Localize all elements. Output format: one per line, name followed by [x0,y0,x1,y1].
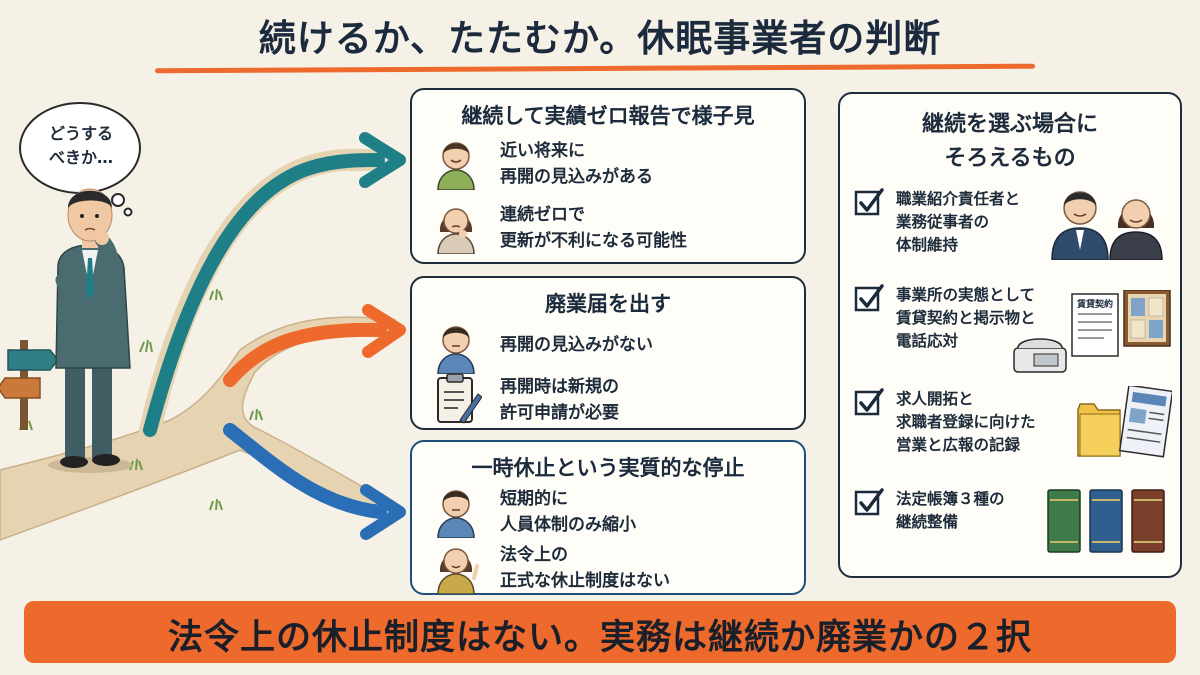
checkbox-checked-icon [854,284,884,312]
text-line: 賃貸契約と掲示物と [896,309,1036,327]
office-documents-icon: 賃貸契約 [1013,290,1171,373]
option-item: 再開時は新規の 許可申請が必要 [412,370,804,430]
staff-pair-icon [1051,191,1163,260]
text-line: 短期的に [500,489,568,509]
text-line: 法令上の [500,545,568,565]
text-line: 再開の見込みがない [500,335,653,355]
page-title: 続けるか、たたむか。休眠事業者の判断 [258,17,942,60]
option-item: 近い将来に 再開の見込みがある [412,134,804,194]
thought-bubble-text: どうする べきか… [26,122,136,170]
requirement-text: 求人開拓と 求職者登録に向けた 営業と広報の記録 [896,388,1036,457]
arrow-teal [143,132,406,437]
man-serious-icon [437,490,475,538]
checkbox-checked-icon [854,388,884,416]
option-card-continue: 継続して実績ゼロ報告で様子見 近い将来に 再開の見込みがある 連続ゼロで 更新が… [410,88,806,264]
text-line: 人員体制のみ縮小 [500,515,636,535]
conclusion-text: 法令上の休止制度はない。実務は継続か廃業かの２択 [167,618,1032,658]
road [0,316,396,541]
requirement-item: 職業紹介責任者と 業務従事者の 体制維持 [854,186,1174,266]
option-item: 再開の見込みがない [412,318,804,378]
conclusion-banner: 法令上の休止制度はない。実務は継続か廃業かの２択 [24,601,1176,663]
arrow-orange [223,304,406,387]
requirements-title-line: そろえるもの [944,146,1076,171]
text-line: 体制維持 [896,236,959,254]
text-line: 連続ゼロで [500,205,585,225]
woman-pointing-icon [437,548,479,594]
crossroads-illustration [0,102,406,541]
option-card-temporary-stop: 一時休止という実質的な停止 短期的に 人員体制のみ縮小 法令上の 正式な休止制度… [410,440,806,595]
businessman-icon [48,188,132,473]
text-line: 再開時は新規の [500,377,619,397]
text-line: 営業と広報の記録 [896,436,1021,454]
requirement-item: 事業所の実態として 賃貸契約と掲示物と 電話応対 賃貸契約 [854,282,1174,373]
option-item-text: 再開時は新規の 許可申請が必要 [500,374,796,426]
text-line: 近い将来に [500,141,585,161]
text-line: 職業紹介責任者と [896,190,1021,208]
text-line: 継続整備 [896,513,959,531]
option-item: 法令上の 正式な休止制度はない [412,538,804,598]
text-line: 正式な休止制度はない [500,571,670,591]
requirement-text: 事業所の実態として 賃貸契約と掲示物と 電話応対 [896,284,1036,353]
text-line: 事業所の実態として [896,286,1036,304]
notice-board-icon [1123,290,1171,347]
option-item-text: 近い将来に 再開の見込みがある [500,138,796,190]
option-item-text: 連続ゼロで 更新が不利になる可能性 [500,202,796,254]
text-line: 許可申請が必要 [500,403,619,423]
thought-bubble [19,102,141,217]
requirement-item: 法定帳簿３種の 継続整備 [854,486,1174,556]
option-item-text: 再開の見込みがない [500,332,796,358]
signpost-icon [0,340,59,430]
option-title: 廃業届を出す [545,292,671,316]
option-item: 連続ゼロで 更新が不利になる可能性 [412,198,804,258]
option-item: 短期的に 人員体制のみ縮小 [412,482,804,542]
checkbox-checked-icon [854,488,884,516]
grass-tufts [19,288,263,511]
text-line: 求人開拓と [896,390,974,408]
option-item-text: 短期的に 人員体制のみ縮小 [500,486,796,538]
man-serious-icon [437,326,475,374]
text-line: 再開の見込みがある [500,167,653,187]
woman-worried-icon [437,208,475,254]
requirements-title: 継続を選ぶ場合に そろえるもの [840,108,1180,176]
contract-document-icon [1071,293,1119,357]
text-line: 業務従事者の [896,213,990,231]
text-line: 更新が不利になる可能性 [500,231,687,251]
clipboard-icon [437,373,482,424]
requirement-item: 求人開拓と 求職者登録に向けた 営業と広報の記録 [854,386,1174,466]
thought-line-1: どうする [48,124,113,143]
arrow-blue [223,423,406,540]
thought-line-2: べきか… [48,148,113,167]
man-smiling-icon [437,142,475,190]
option-title: 一時休止という実質的な停止 [471,456,745,480]
requirement-text: 職業紹介責任者と 業務従事者の 体制維持 [896,188,1020,257]
text-line: 法定帳簿３種の [896,490,1005,508]
text-line: 求職者登録に向けた [896,413,1036,431]
text-line: 電話応対 [896,332,959,350]
contract-document-label: 賃貸契約 [1076,298,1113,310]
option-title: 継続して実績ゼロ報告で様子見 [461,104,755,128]
ledger-books-icon [1047,489,1165,553]
requirements-card: 継続を選ぶ場合に そろえるもの 職業紹介責任者と 業務従事者の 体制維持 [838,92,1182,578]
requirement-text: 法定帳簿３種の 継続整備 [896,488,1005,534]
folder-records-icon [1077,386,1172,458]
requirements-title-line: 継続を選ぶ場合に [921,112,1098,137]
telephone-icon [1013,338,1067,373]
option-item-text: 法令上の 正式な休止制度はない [500,542,796,594]
checkbox-checked-icon [854,188,884,216]
option-card-close-business: 廃業届を出す 再開の見込みがない 再開時は新規の 許可申請が必要 [410,276,806,430]
